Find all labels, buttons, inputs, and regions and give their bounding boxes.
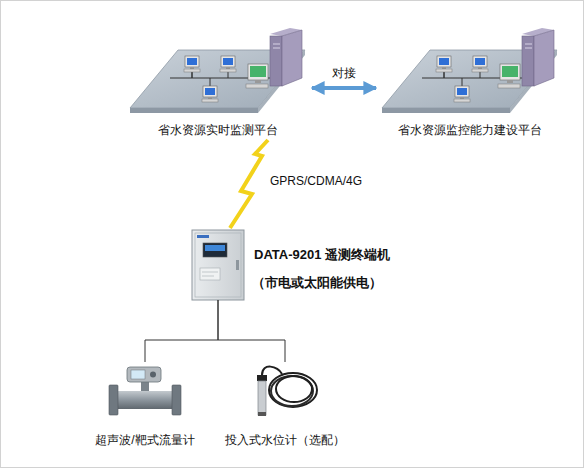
wire-connector bbox=[218, 300, 285, 362]
flowmeter-illustration-part bbox=[109, 385, 118, 415]
node-caption: 投入式水位计（选配） bbox=[225, 433, 345, 448]
node-caption: 省水资源监控能力建设平台 bbox=[398, 123, 542, 138]
flowmeter-illustration bbox=[109, 367, 181, 415]
node-caption: 超声波/靶式流量计 bbox=[95, 433, 194, 448]
terminal-cabinet-part bbox=[197, 235, 209, 238]
platform-node: 省水资源监控能力建设平台 bbox=[380, 25, 560, 138]
terminal-cabinet bbox=[192, 230, 244, 300]
platform-node: 省水资源实时监测平台 bbox=[128, 25, 308, 138]
wire-connector bbox=[145, 300, 218, 362]
terminal-cabinet-part bbox=[236, 260, 239, 270]
terminal-cabinet-part bbox=[205, 245, 225, 251]
edge-label: 对接 bbox=[330, 66, 358, 81]
terminal-cabinet-part bbox=[202, 272, 218, 273]
terminal-cabinet-part bbox=[203, 243, 227, 257]
flowmeter-illustration-part bbox=[127, 367, 161, 382]
water-level-sensor-illustration-part bbox=[257, 375, 267, 381]
edge-label: GPRS/CDMA/4G bbox=[268, 174, 364, 189]
terminal-cabinet-part bbox=[202, 276, 214, 277]
water-level-sensor-illustration-part bbox=[269, 373, 317, 407]
water-level-sensor-illustration-part bbox=[271, 376, 313, 406]
terminal-cabinet-part bbox=[200, 268, 220, 280]
terminal-cabinet-part bbox=[192, 230, 244, 300]
platform-illustration bbox=[382, 28, 557, 113]
water-level-sensor-illustration bbox=[257, 367, 317, 416]
water-level-sensor-illustration-part bbox=[258, 381, 266, 415]
water-level-sensor-illustration-part bbox=[276, 376, 312, 402]
sensor-node: 超声波/靶式流量计 bbox=[85, 362, 205, 448]
wireless-link bbox=[230, 140, 268, 228]
terminal-label: （市电或太阳能供电） bbox=[252, 275, 382, 291]
flowmeter-illustration-part bbox=[172, 385, 181, 415]
flowmeter-illustration-part bbox=[114, 391, 176, 409]
terminal-label: DATA-9201 遥测终端机 bbox=[254, 247, 390, 263]
terminal-cabinet-part bbox=[195, 233, 241, 297]
terminal-node: DATA-9201 遥测终端机（市电或太阳能供电） bbox=[192, 230, 244, 300]
flowmeter-illustration-part bbox=[131, 370, 145, 379]
sync-arrow bbox=[312, 86, 376, 90]
node-caption: 省水资源实时监测平台 bbox=[158, 123, 278, 138]
sensor-node: 投入式水位计（选配） bbox=[220, 362, 350, 448]
water-level-sensor-illustration-part bbox=[262, 367, 282, 375]
platform-illustration bbox=[130, 28, 305, 113]
water-level-sensor-illustration-part bbox=[258, 412, 266, 416]
flowmeter-illustration-part bbox=[150, 372, 156, 378]
